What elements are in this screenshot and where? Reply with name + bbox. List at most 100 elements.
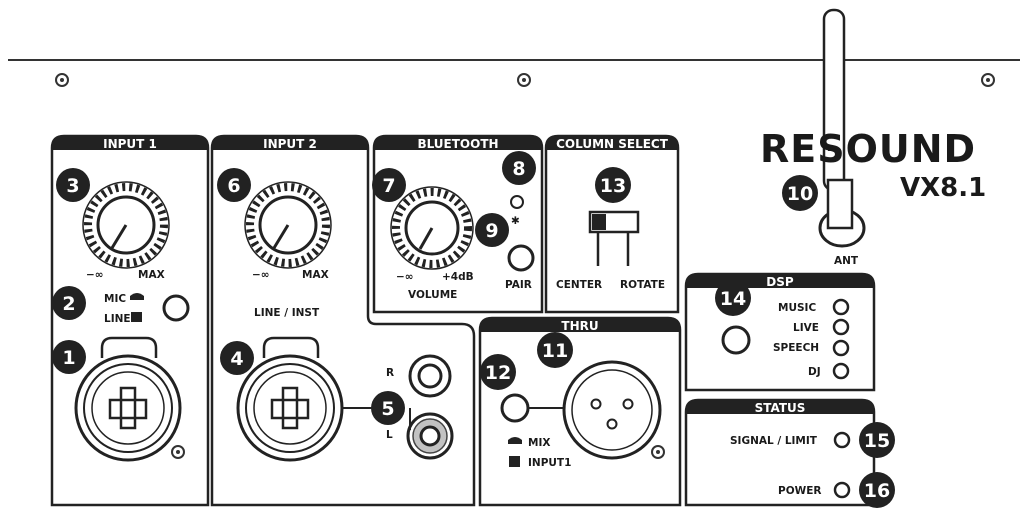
input2-section: INPUT 2 <box>210 134 476 507</box>
mix-input1-switch[interactable] <box>500 393 530 423</box>
callout-6: 6 <box>217 168 251 202</box>
bluetooth-led <box>510 195 524 209</box>
input1-section: INPUT 1 <box>50 134 210 507</box>
pair-button[interactable] <box>507 244 535 272</box>
column-select-header: COLUMN SELECT <box>556 137 669 151</box>
input2-combo-jack[interactable] <box>236 336 344 462</box>
power-label: POWER <box>778 485 821 497</box>
svg-text:2: 2 <box>62 293 75 315</box>
mic-label: MIC <box>104 293 126 305</box>
callout-4: 4 <box>220 341 254 375</box>
callout-13: 13 <box>595 167 631 203</box>
svg-text:3: 3 <box>66 175 79 197</box>
callout-9: 9 <box>475 213 509 247</box>
status-header: STATUS <box>755 401 806 415</box>
antenna-label: ANT <box>834 255 859 267</box>
screw-icon <box>981 73 995 87</box>
pair-label: PAIR <box>505 279 532 291</box>
svg-text:10: 10 <box>787 183 813 205</box>
thru-xlr-output[interactable] <box>562 360 662 460</box>
dsp-select-button[interactable] <box>721 325 751 355</box>
mix-label: MIX <box>528 437 550 449</box>
line-label: LINE <box>104 313 131 325</box>
dsp-music-led <box>832 298 850 316</box>
volume-label: VOLUME <box>408 289 457 301</box>
input2-min-label: −∞ <box>252 269 270 281</box>
bluetooth-header: BLUETOOTH <box>417 137 498 151</box>
rca-r-label: R <box>386 367 394 379</box>
callout-16: 16 <box>859 472 895 508</box>
bluetooth-section: BLUETOOTH <box>372 134 544 314</box>
bt-min-label: −∞ <box>396 271 414 283</box>
rotate-label: ROTATE <box>620 279 665 291</box>
input2-header: INPUT 2 <box>263 137 317 151</box>
screw-icon <box>517 73 531 87</box>
input1-min-label: −∞ <box>86 269 104 281</box>
svg-text:5: 5 <box>381 398 394 420</box>
svg-text:11: 11 <box>542 340 568 362</box>
input1-max-label: MAX <box>138 269 165 281</box>
bluetooth-icon: ✱ <box>511 215 520 227</box>
thru-header: THRU <box>561 319 598 333</box>
screw-icon <box>651 445 665 459</box>
svg-text:13: 13 <box>600 175 626 197</box>
svg-text:6: 6 <box>227 175 240 197</box>
input1-thru-label: INPUT1 <box>528 457 571 469</box>
input2-gain-knob[interactable] <box>244 181 332 269</box>
signal-limit-label: SIGNAL / LIMIT <box>730 435 818 447</box>
svg-text:9: 9 <box>485 220 498 242</box>
callout-8: 8 <box>502 151 536 185</box>
line-inst-label: LINE / INST <box>254 307 320 319</box>
input2-max-label: MAX <box>302 269 329 281</box>
callout-7: 7 <box>372 168 406 202</box>
center-label: CENTER <box>556 279 602 291</box>
column-select-section: COLUMN SELECT <box>544 134 680 314</box>
svg-text:12: 12 <box>485 362 511 384</box>
mic-line-switch[interactable] <box>162 294 190 322</box>
screw-icon <box>171 445 185 459</box>
svg-text:14: 14 <box>720 288 746 310</box>
brand-name: RESOUND <box>760 127 976 171</box>
dsp-speech-led <box>832 339 850 357</box>
column-select-switch[interactable] <box>588 210 640 266</box>
rca-l-label: L <box>386 429 393 441</box>
power-led <box>833 481 851 499</box>
rca-l-jack[interactable] <box>406 412 454 460</box>
dsp-section: DSP <box>684 272 876 392</box>
switch-out-icon <box>130 293 144 300</box>
status-section: STATUS <box>684 398 876 507</box>
dsp-speech-label: SPEECH <box>773 342 819 354</box>
callout-3: 3 <box>56 168 90 202</box>
callout-15: 15 <box>859 422 895 458</box>
svg-text:4: 4 <box>230 348 243 370</box>
antenna <box>818 8 866 248</box>
svg-text:8: 8 <box>512 158 525 180</box>
brand-model: VX8.1 <box>900 173 986 203</box>
dsp-dj-label: DJ <box>808 366 821 378</box>
dsp-dj-led <box>832 362 850 380</box>
switch-in-icon <box>131 312 142 322</box>
rca-r-jack[interactable] <box>408 354 452 398</box>
callout-11: 11 <box>537 332 573 368</box>
screw-icon <box>55 73 69 87</box>
callout-10: 10 <box>782 175 818 211</box>
callout-12: 12 <box>480 354 516 390</box>
callout-5: 5 <box>371 391 405 425</box>
dsp-header: DSP <box>766 275 794 289</box>
dsp-live-led <box>832 318 850 336</box>
thru-section: THRU <box>478 316 682 507</box>
bluetooth-volume-knob[interactable] <box>390 186 474 270</box>
bt-max-label: +4dB <box>442 271 474 283</box>
callout-2: 2 <box>52 286 86 320</box>
signal-limit-led <box>833 431 851 449</box>
dsp-live-label: LIVE <box>793 322 819 334</box>
input1-combo-jack[interactable] <box>74 336 182 462</box>
svg-text:16: 16 <box>864 480 890 502</box>
input1-gain-knob[interactable] <box>82 181 170 269</box>
callout-14: 14 <box>715 280 751 316</box>
dsp-music-label: MUSIC <box>778 302 816 314</box>
switch-out-icon <box>508 437 522 444</box>
svg-text:15: 15 <box>864 430 890 452</box>
callout-1: 1 <box>52 340 86 374</box>
input1-header: INPUT 1 <box>103 137 157 151</box>
